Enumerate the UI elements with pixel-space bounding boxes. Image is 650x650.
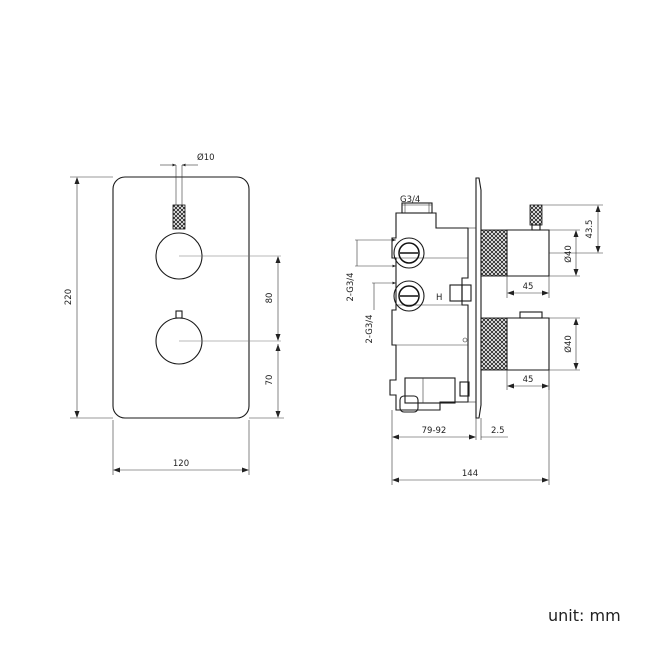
port-lower — [393, 280, 425, 312]
label-top-port: G3/4 — [400, 195, 420, 205]
cover-plate — [112, 176, 250, 419]
dim-depth-range: 79-92 — [422, 426, 447, 436]
side-view: H G3/4 2-G3/4 2-G3/4 43.5 — [346, 177, 603, 485]
dim-width: 120 — [173, 459, 189, 469]
dim-height: 220 — [64, 289, 74, 305]
upper-knob-knurl — [480, 229, 508, 277]
lower-knob-body — [506, 317, 550, 371]
spindle-knurl — [172, 204, 186, 230]
upper-knob-body — [506, 229, 550, 277]
unit-label: unit: mm — [548, 606, 621, 625]
lower-knob-knurl — [480, 317, 508, 371]
dim-spacing-upper: 80 — [265, 293, 275, 304]
label-left-ports-b: 2-G3/4 — [365, 314, 375, 343]
label-left-ports-a: 2-G3/4 — [346, 272, 356, 301]
dim-knob-height: 43.5 — [585, 220, 595, 239]
dim-plate: 2.5 — [491, 426, 505, 436]
wall-plate — [475, 177, 482, 419]
dim-knob-len-upper: 45 — [523, 282, 534, 292]
dim-spindle: Ø10 — [197, 152, 215, 163]
dim-knob-dia-lower: Ø40 — [563, 335, 574, 353]
port-upper — [393, 237, 425, 269]
dim-knob-len-lower: 45 — [523, 375, 534, 385]
valve-body — [389, 212, 469, 411]
dim-total-depth: 144 — [462, 469, 478, 479]
label-hot: H — [436, 293, 442, 303]
dim-spacing-lower: 70 — [265, 375, 275, 386]
front-view: Ø10 220 80 70 120 — [64, 152, 284, 475]
dim-knob-dia-upper: Ø40 — [563, 245, 574, 263]
